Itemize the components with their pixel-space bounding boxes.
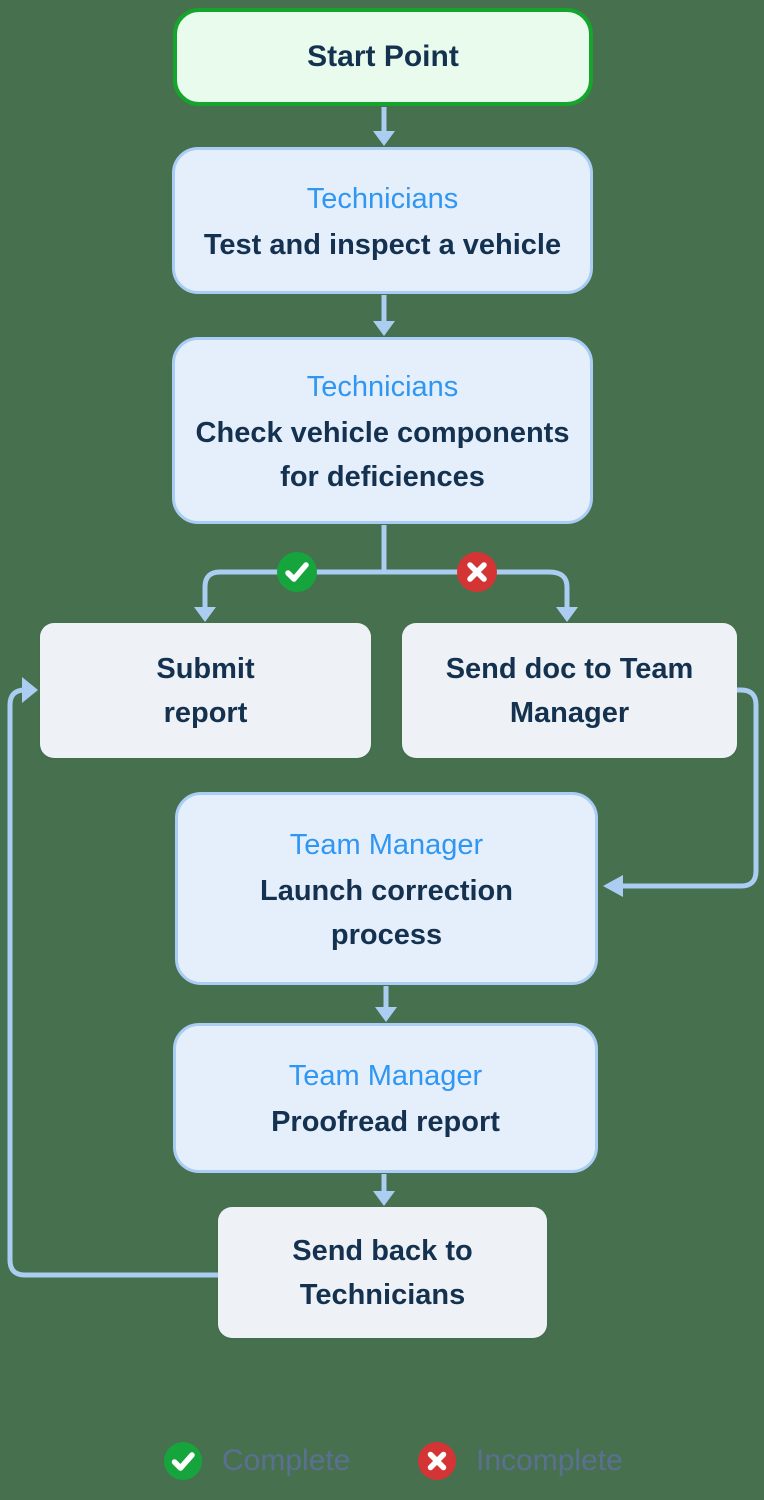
arrowhead-down-icon	[373, 131, 395, 146]
node-send-back-to-technicians: Send back to Technicians	[218, 1207, 547, 1338]
node-launch-correction-process: Team Manager Launch correction process	[175, 792, 598, 985]
legend-label: Incomplete	[476, 1444, 623, 1477]
arrowhead-down-icon	[556, 607, 578, 622]
node-test-inspect-vehicle: Technicians Test and inspect a vehicle	[172, 147, 593, 294]
check-icon	[164, 1442, 202, 1480]
node-start-point: Start Point	[173, 8, 593, 106]
node-role: Team Manager	[288, 1060, 483, 1092]
node-check-components: Technicians Check vehicle components for…	[172, 337, 593, 524]
check-icon	[277, 552, 317, 592]
node-role: Technicians	[306, 370, 459, 403]
legend-label: Complete	[222, 1444, 351, 1477]
node-label: Check vehicle components for deficiences	[195, 416, 570, 493]
node-label: Launch correction process	[260, 874, 513, 951]
node-label: Send back to Technicians	[292, 1234, 473, 1311]
arrowhead-down-icon	[373, 1191, 395, 1206]
node-send-doc-to-team-manager: Send doc to Team Manager	[402, 623, 737, 758]
node-label: Send doc to Team Manager	[445, 652, 694, 729]
node-label: Test and inspect a vehicle	[203, 228, 562, 261]
legend: Complete Incomplete	[0, 1442, 764, 1482]
cross-icon	[457, 552, 497, 592]
node-label: Submit report	[156, 652, 255, 729]
node-label: Start Point	[307, 40, 459, 73]
cross-icon	[418, 1442, 456, 1480]
arrowhead-down-icon	[373, 321, 395, 336]
arrowhead-left-icon	[603, 875, 623, 897]
arrowhead-down-icon	[194, 607, 216, 622]
arrowhead-right-icon	[22, 677, 38, 703]
node-role: Team Manager	[289, 828, 484, 861]
arrowhead-down-icon	[375, 1007, 397, 1022]
node-submit-report: Submit report	[40, 623, 371, 758]
connector-branch-bracket	[202, 569, 570, 609]
legend-item-incomplete: Incomplete	[418, 1442, 623, 1480]
node-role: Technicians	[306, 182, 459, 215]
node-label: Proofread report	[271, 1106, 500, 1138]
node-proofread-report: Team Manager Proofread report	[173, 1023, 598, 1173]
connector-sendback-to-submit	[7, 687, 218, 1278]
legend-item-complete: Complete	[164, 1442, 350, 1480]
